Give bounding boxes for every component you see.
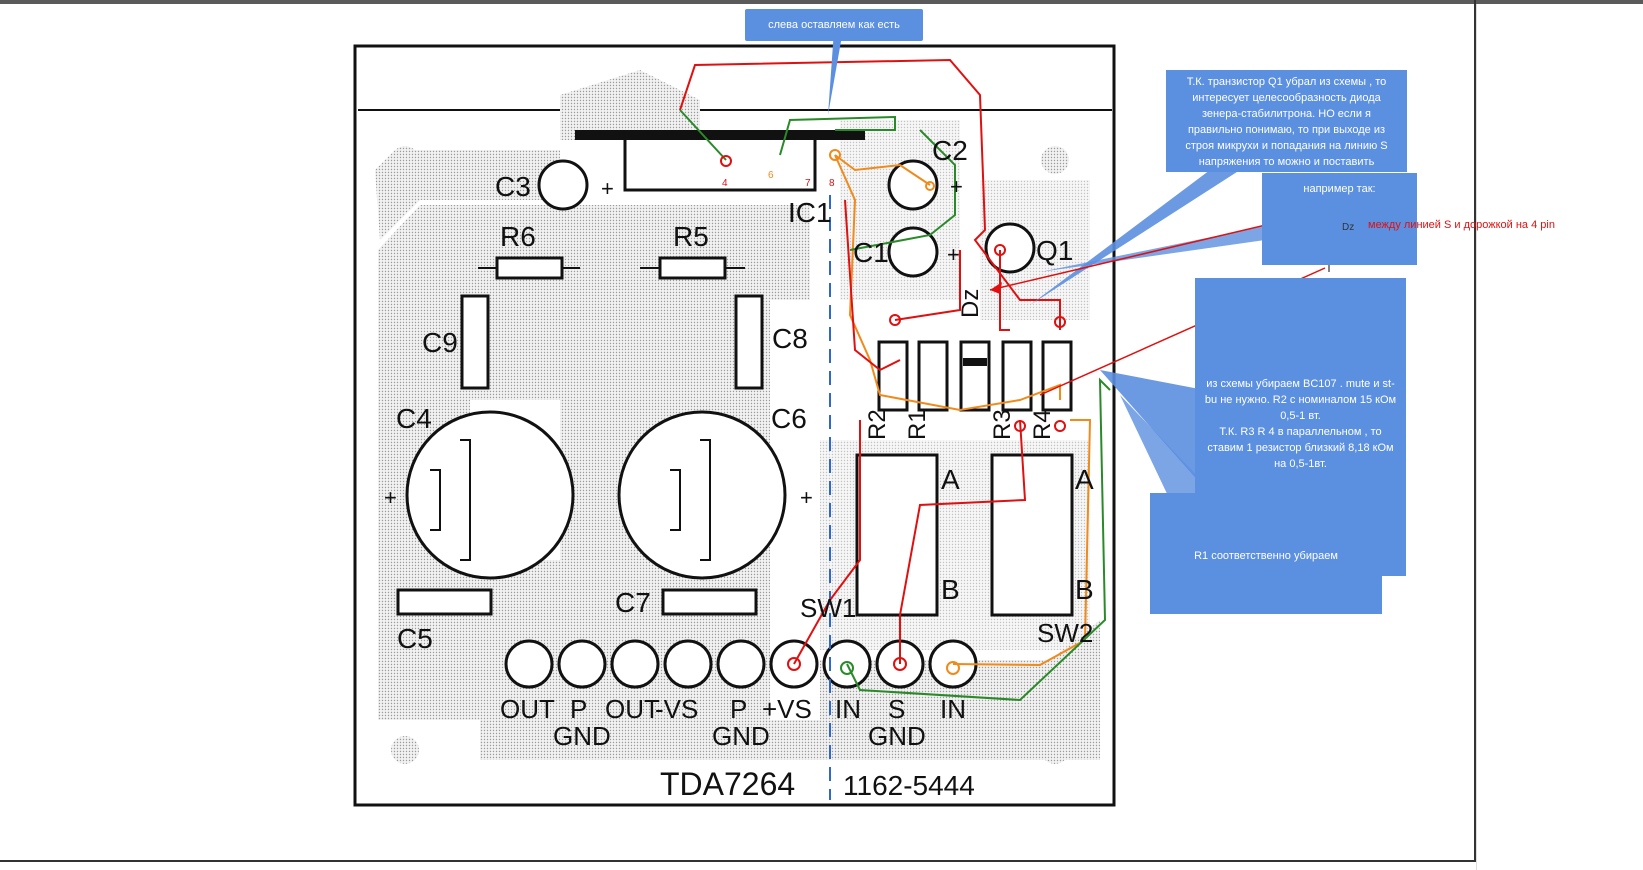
svg-text:IN: IN	[835, 694, 861, 724]
pcb-diagram: C3 + C2 + C1 + Q1 IC1 R6 R5 C9 C8 C4 C6 …	[353, 30, 1334, 807]
r1-body	[917, 340, 949, 412]
c9-body	[460, 294, 490, 390]
q1-body	[984, 222, 1036, 274]
svg-text:R1: R1	[904, 409, 931, 440]
c3-body	[537, 159, 589, 211]
svg-text:4: 4	[722, 178, 728, 189]
r5-body	[658, 256, 727, 280]
svg-text:A: A	[941, 464, 960, 495]
c7-body	[661, 588, 758, 616]
svg-text:IN: IN	[940, 694, 966, 724]
svg-text:6: 6	[768, 170, 774, 181]
svg-text:+: +	[384, 485, 397, 510]
callout-example-text: например так:	[1303, 183, 1376, 195]
svg-text:GND: GND	[712, 721, 770, 751]
svg-text:R5: R5	[673, 221, 709, 252]
ic1-heatsink	[575, 130, 865, 140]
svg-text:SW1: SW1	[800, 593, 856, 623]
svg-text:IC1: IC1	[788, 197, 832, 228]
callout-zener: Т.К. транзистор Q1 убрал из схемы , то и…	[1166, 70, 1407, 172]
pointer-top	[828, 30, 843, 115]
svg-text:C9: C9	[422, 327, 458, 358]
c2-body	[887, 159, 939, 211]
svg-text:C3: C3	[495, 171, 531, 202]
svg-text:GND: GND	[868, 721, 926, 751]
top-bar	[0, 0, 1643, 4]
svg-text:C8: C8	[772, 323, 808, 354]
callout-example: например так:	[1262, 173, 1417, 265]
frame-bottom-line	[0, 860, 1476, 862]
r6-body	[495, 256, 564, 280]
svg-text:1162-5444: 1162-5444	[843, 770, 975, 801]
svg-text:P: P	[730, 694, 747, 724]
svg-text:C1: C1	[853, 237, 889, 268]
svg-text:B: B	[1075, 574, 1094, 605]
pointer-example	[1040, 226, 1265, 272]
connector-pads	[504, 639, 978, 689]
svg-text:P: P	[570, 694, 587, 724]
dz-body	[959, 340, 991, 412]
c6-body	[617, 410, 787, 580]
svg-text:R4: R4	[1029, 409, 1056, 440]
pin-numbers: 4 6 7 8	[722, 170, 835, 189]
callout-r1: R1 соответственно убираем	[1150, 493, 1382, 614]
svg-text:7: 7	[805, 178, 811, 189]
svg-text:OUT: OUT	[500, 694, 555, 724]
svg-text:GND: GND	[553, 721, 611, 751]
svg-text:R2: R2	[864, 409, 891, 440]
callout-keep-left: слева оставляем как есть	[745, 9, 923, 41]
svg-text:+: +	[800, 485, 813, 510]
svg-text:A: A	[1075, 464, 1094, 495]
traces	[679, 58, 1111, 702]
sw1-body	[855, 453, 939, 617]
svg-text:B: B	[941, 574, 960, 605]
svg-text:R3: R3	[989, 409, 1016, 440]
ic1-body	[623, 136, 817, 192]
svg-text:C2: C2	[932, 135, 968, 166]
pointer-zener	[1030, 170, 1240, 305]
svg-text:-VS: -VS	[655, 694, 698, 724]
c8-body	[734, 294, 764, 390]
c4-body	[405, 410, 575, 580]
svg-text:C5: C5	[397, 623, 433, 654]
svg-text:Dz: Dz	[957, 289, 984, 318]
svg-text:+: +	[950, 174, 963, 199]
board-labels: C3 + C2 + C1 + Q1 IC1 R6 R5 C9 C8 C4 C6 …	[384, 135, 1094, 802]
frame-right-line	[1474, 0, 1476, 862]
svg-text:R6: R6	[500, 221, 536, 252]
between-note: между линией S и дорожкой на 4 pin	[1368, 219, 1555, 231]
sw2-body	[990, 453, 1074, 617]
svg-text:C7: C7	[615, 587, 651, 618]
svg-text:Q1: Q1	[1036, 235, 1073, 266]
svg-text:C4: C4	[396, 403, 432, 434]
svg-text:SW2: SW2	[1037, 618, 1093, 648]
svg-text:TDA7264: TDA7264	[660, 766, 795, 802]
svg-text:+: +	[601, 176, 614, 201]
svg-text:OUT: OUT	[605, 694, 660, 724]
c5-body	[396, 588, 493, 616]
zener-label: Dz	[1342, 222, 1355, 233]
svg-text:+: +	[947, 242, 960, 267]
side-panel	[1476, 4, 1643, 870]
svg-text:+VS: +VS	[762, 694, 812, 724]
svg-text:C6: C6	[771, 403, 807, 434]
svg-text:S: S	[888, 694, 905, 724]
svg-text:8: 8	[829, 178, 835, 189]
r4-body	[1041, 340, 1073, 412]
